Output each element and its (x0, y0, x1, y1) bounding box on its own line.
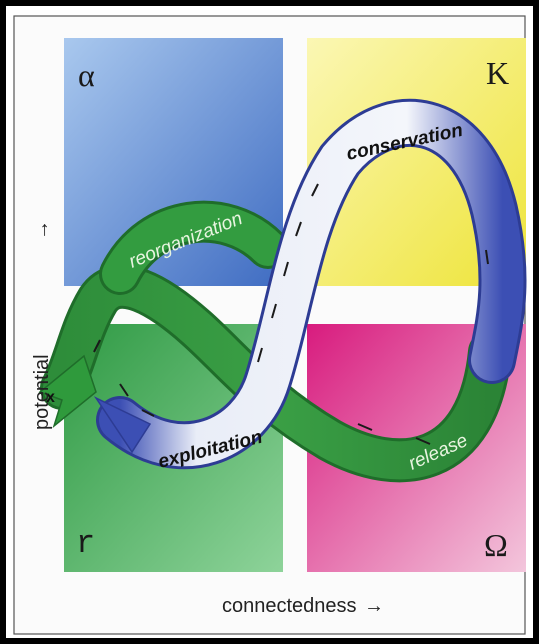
reorganization-band (102, 203, 286, 292)
y-axis-arrow-group: → (31, 220, 53, 240)
exit-tail-arrow (38, 354, 97, 429)
green-band (43, 267, 509, 480)
r-symbol: r (76, 525, 95, 562)
y-axis-arrow: → (31, 220, 53, 240)
y-axis-label-group: potential (31, 354, 53, 430)
alpha-symbol: α (78, 57, 95, 93)
flow-arrows (93, 183, 489, 445)
x-axis-label: connectedness (222, 595, 357, 617)
white-band (99, 101, 524, 467)
omega-symbol: Ω (484, 527, 508, 563)
k-symbol: K (486, 55, 509, 91)
x-axis-arrow: → (364, 595, 384, 617)
exploitation-arrowhead (93, 396, 152, 454)
y-axis-label: potential (31, 354, 53, 430)
exit-marker: x (46, 389, 55, 406)
